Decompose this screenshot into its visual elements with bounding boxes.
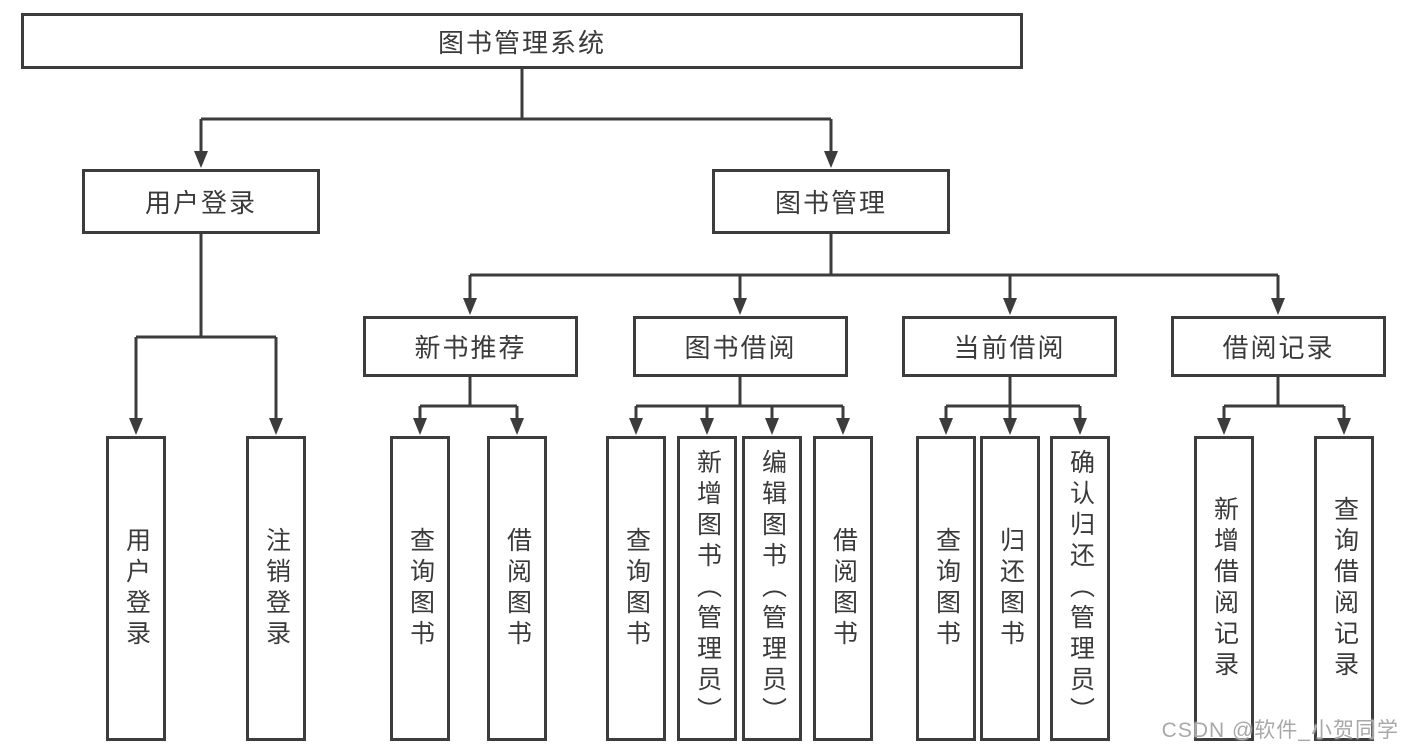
connector-root-to-level2 [194, 69, 838, 168]
node-current-borrowing: 当前借阅 [902, 316, 1117, 377]
node-leaf-br-query-record: 查询借阅记录 [1314, 436, 1374, 741]
node-new-book-recommend-label: 新书推荐 [414, 333, 527, 363]
node-leaf-nbr-query-books-label: 查询图书 [406, 526, 435, 651]
connector-book-management-to-level3 [463, 234, 1285, 315]
node-leaf-nbr-query-books: 查询图书 [390, 436, 450, 741]
node-leaf-logout: 注销登录 [246, 436, 306, 741]
node-new-book-recommend: 新书推荐 [363, 316, 578, 377]
node-book-management: 图书管理 [712, 169, 950, 234]
node-book-borrowing: 图书借阅 [633, 316, 848, 377]
node-leaf-br-add-record: 新增借阅记录 [1194, 436, 1254, 741]
connector-current-borrowing-to-leaves [939, 377, 1087, 435]
csdn-watermark: CSDN @软件_小贺同学 [1161, 719, 1399, 742]
node-user-login: 用户登录 [82, 169, 320, 234]
node-book-management-label: 图书管理 [774, 188, 887, 218]
node-leaf-cb-confirm-return-admin: 确认归还（管理员） [1050, 436, 1110, 741]
node-leaf-user-login-label: 用户登录 [122, 526, 151, 651]
node-leaf-nbr-borrow-books-label: 借阅图书 [503, 526, 532, 651]
node-root: 图书管理系统 [21, 13, 1023, 69]
node-leaf-logout-label: 注销登录 [262, 526, 291, 651]
node-leaf-cb-query-books: 查询图书 [916, 436, 976, 741]
node-user-login-label: 用户登录 [144, 188, 257, 218]
node-leaf-user-login: 用户登录 [106, 436, 166, 741]
node-leaf-bb-query-books-label: 查询图书 [622, 526, 651, 651]
node-current-borrowing-label: 当前借阅 [953, 333, 1066, 363]
node-leaf-cb-query-books-label: 查询图书 [932, 526, 961, 651]
node-borrowing-records: 借阅记录 [1171, 316, 1386, 377]
node-leaf-cb-return-books: 归还图书 [980, 436, 1040, 741]
node-leaf-nbr-borrow-books: 借阅图书 [487, 436, 547, 741]
node-leaf-bb-edit-books-admin: 编辑图书（管理员） [742, 436, 802, 741]
node-root-label: 图书管理系统 [437, 27, 606, 58]
node-book-borrowing-label: 图书借阅 [684, 333, 797, 363]
node-leaf-br-add-record-label: 新增借阅记录 [1210, 495, 1239, 682]
node-leaf-cb-return-books-label: 归还图书 [996, 526, 1025, 651]
connector-new-book-recommend-to-leaves [413, 377, 524, 435]
node-leaf-bb-edit-books-admin-label: 编辑图书（管理员） [758, 449, 787, 728]
node-leaf-br-query-record-label: 查询借阅记录 [1330, 495, 1359, 682]
node-leaf-bb-query-books: 查询图书 [606, 436, 666, 741]
connector-user-login-to-leaves [129, 234, 283, 435]
node-leaf-bb-add-books-admin-label: 新增图书（管理员） [693, 449, 722, 728]
node-borrowing-records-label: 借阅记录 [1222, 333, 1335, 363]
connector-borrowing-records-to-leaves [1217, 377, 1351, 435]
node-leaf-bb-borrow-books-label: 借阅图书 [829, 526, 858, 651]
node-leaf-bb-add-books-admin: 新增图书（管理员） [677, 436, 737, 741]
connector-book-borrowing-to-leaves [629, 377, 850, 435]
node-leaf-bb-borrow-books: 借阅图书 [813, 436, 873, 741]
node-leaf-cb-confirm-return-admin-label: 确认归还（管理员） [1066, 449, 1095, 728]
